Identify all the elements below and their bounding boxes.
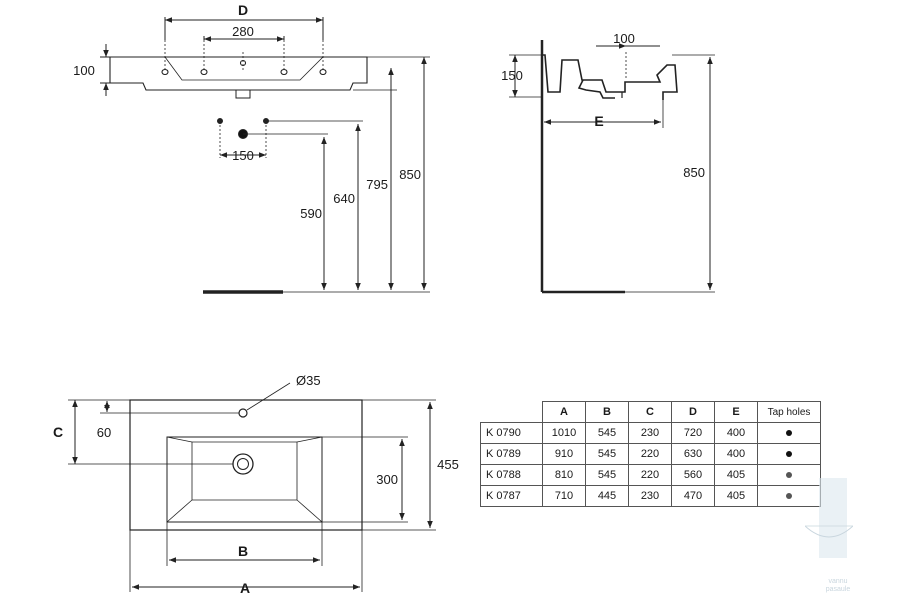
cell-c: 220 bbox=[628, 443, 672, 465]
plan-dim-455: 455 bbox=[437, 457, 459, 472]
plan-dim-diameter: Ø35 bbox=[296, 373, 321, 388]
front-dim-d: D bbox=[238, 2, 248, 18]
cell-a: 810 bbox=[542, 464, 586, 486]
table-header-e: E bbox=[714, 401, 758, 423]
table-row: K 0789 910 545 220 630 400 bbox=[480, 443, 821, 465]
table-row: K 0788 810 545 220 560 405 bbox=[480, 464, 821, 486]
cell-e: 405 bbox=[714, 485, 758, 507]
product-code: K 0788 bbox=[480, 464, 543, 486]
front-dim-100: 100 bbox=[73, 63, 95, 78]
cell-e: 400 bbox=[714, 422, 758, 444]
table-header-a: A bbox=[542, 401, 586, 423]
table-corner-cell bbox=[480, 401, 543, 423]
tap-hole-dot-icon bbox=[786, 430, 792, 436]
cell-a: 1010 bbox=[542, 422, 586, 444]
side-dim-150: 150 bbox=[501, 68, 523, 83]
table-row: K 0787 710 445 230 470 405 bbox=[480, 485, 821, 507]
front-dim-640: 640 bbox=[333, 191, 355, 206]
watermark-text: vannu pasaule bbox=[808, 578, 868, 594]
product-code: K 0787 bbox=[480, 485, 543, 507]
cell-a: 910 bbox=[542, 443, 586, 465]
front-dim-280: 280 bbox=[232, 24, 254, 39]
product-code: K 0790 bbox=[480, 422, 543, 444]
table-header-c: C bbox=[628, 401, 672, 423]
plan-dim-c: C bbox=[53, 424, 63, 440]
watermark-line-1: vannu bbox=[828, 578, 848, 585]
plan-dim-60: 60 bbox=[97, 425, 111, 440]
cell-d: 560 bbox=[671, 464, 715, 486]
product-code: K 0789 bbox=[480, 443, 543, 465]
cell-d: 470 bbox=[671, 485, 715, 507]
table-row: K 0790 1010 545 230 720 400 bbox=[480, 422, 821, 444]
front-elevation bbox=[100, 17, 430, 294]
front-dim-795: 795 bbox=[366, 177, 388, 192]
tap-hole-dot-icon bbox=[786, 472, 792, 478]
side-elevation bbox=[509, 40, 715, 294]
cell-a: 710 bbox=[542, 485, 586, 507]
table-header-tap-holes: Tap holes bbox=[757, 401, 821, 423]
cell-e: 405 bbox=[714, 464, 758, 486]
tap-hole-dot-icon bbox=[786, 451, 792, 457]
cell-c: 230 bbox=[628, 485, 672, 507]
cell-e: 400 bbox=[714, 443, 758, 465]
table-header-row: A B C D E Tap holes bbox=[480, 401, 821, 423]
cell-b: 445 bbox=[585, 485, 629, 507]
side-dim-850: 850 bbox=[683, 165, 705, 180]
cell-tap-holes bbox=[757, 422, 821, 444]
front-dim-850: 850 bbox=[399, 167, 421, 182]
cell-d: 720 bbox=[671, 422, 715, 444]
side-dim-e: E bbox=[594, 113, 603, 129]
cell-c: 230 bbox=[628, 422, 672, 444]
side-dim-100: 100 bbox=[613, 31, 635, 46]
cell-b: 545 bbox=[585, 464, 629, 486]
cell-d: 630 bbox=[671, 443, 715, 465]
plan-dim-a: A bbox=[240, 580, 250, 596]
plan-dim-b: B bbox=[238, 543, 248, 559]
cell-b: 545 bbox=[585, 422, 629, 444]
cell-b: 545 bbox=[585, 443, 629, 465]
watermark-line-2: pasaule bbox=[825, 586, 851, 593]
plan-view bbox=[68, 382, 436, 592]
table-header-d: D bbox=[671, 401, 715, 423]
front-dim-150: 150 bbox=[232, 148, 254, 163]
cell-c: 220 bbox=[628, 464, 672, 486]
plan-dim-300: 300 bbox=[376, 472, 398, 487]
front-dim-590: 590 bbox=[300, 206, 322, 221]
tap-hole-dot-icon bbox=[786, 493, 792, 499]
dimensions-table: A B C D E Tap holes K 0790 1010 545 230 … bbox=[480, 401, 821, 507]
cell-tap-holes bbox=[757, 443, 821, 465]
watermark-logo-icon bbox=[805, 478, 853, 558]
table-header-b: B bbox=[585, 401, 629, 423]
